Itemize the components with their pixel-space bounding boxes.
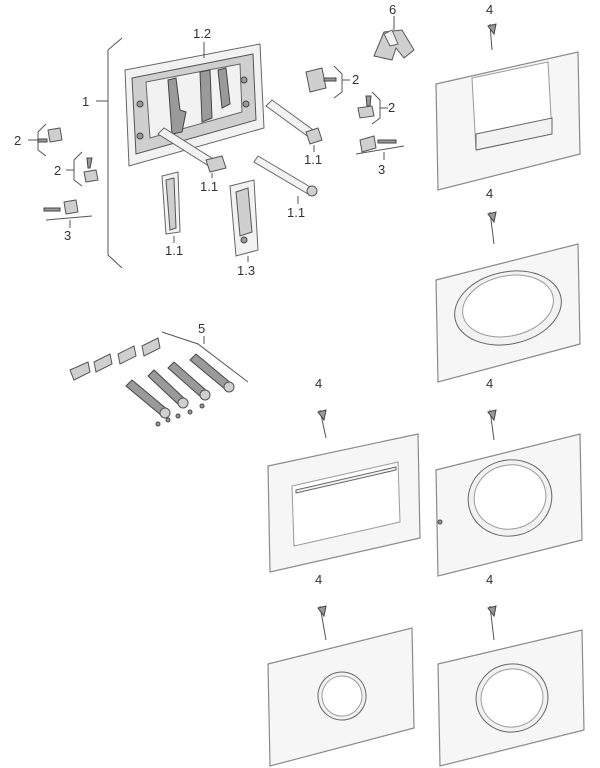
- pin-plate-2: [487, 211, 497, 245]
- clip-right-lower: [357, 91, 388, 125]
- label-rod-right-upper: 1.1: [304, 152, 322, 167]
- label-mounting-set: 5: [198, 321, 205, 336]
- pin-plate-1: [487, 23, 497, 51]
- pin-plate-3: [317, 409, 327, 439]
- label-frame: 1: [82, 94, 89, 109]
- label-clip-left-upper: 2: [14, 133, 21, 148]
- label-screw-right: 3: [378, 162, 385, 177]
- label-pin-plate-5: 4: [315, 572, 322, 587]
- cover-plate-2: [435, 243, 581, 383]
- clip-left-upper: [28, 123, 63, 157]
- cover-plate-3: [267, 433, 421, 573]
- screw-right: [355, 135, 405, 155]
- rod-bracket: [229, 179, 259, 257]
- label-screw-left: 3: [64, 228, 71, 243]
- label-frame-top: 1.2: [193, 26, 211, 41]
- label-rod-vertical: 1.1: [165, 243, 183, 258]
- actuating-rod-right-upper: [265, 99, 323, 145]
- screw-left: [43, 199, 93, 221]
- cover-plate-4: [435, 433, 583, 577]
- tool-6: [373, 29, 415, 61]
- mounting-set: [69, 331, 249, 427]
- cover-plate-6: [437, 629, 585, 767]
- label-clip-left-lower: 2: [54, 163, 61, 178]
- pin-plate-5: [317, 605, 327, 641]
- actuating-rod-vertical: [161, 171, 181, 235]
- group-1-bracket: 1: [82, 37, 123, 269]
- label-clip-right-upper: 2: [352, 72, 359, 87]
- pin-plate-6: [487, 605, 497, 641]
- clip-left-lower: [66, 151, 99, 187]
- actuating-rod-right-lower: [253, 155, 318, 197]
- clip-right-upper: [305, 65, 350, 99]
- actuating-rod-center: [157, 127, 227, 173]
- label-pin-plate-2: 4: [486, 186, 493, 201]
- cover-plate-5: [267, 627, 415, 767]
- label-bracket: 1.3: [237, 263, 255, 278]
- cover-plate-1: [435, 51, 581, 191]
- label-pin-plate-3: 4: [315, 376, 322, 391]
- label-rod-center: 1.1: [200, 179, 218, 194]
- label-tool: 6: [389, 2, 396, 17]
- label-pin-plate-1: 4: [486, 2, 493, 17]
- pin-plate-4: [487, 409, 497, 441]
- label-pin-plate-4: 4: [486, 376, 493, 391]
- label-pin-plate-6: 4: [486, 572, 493, 587]
- label-rod-right-lower: 1.1: [287, 205, 305, 220]
- label-clip-right-lower: 2: [388, 100, 395, 115]
